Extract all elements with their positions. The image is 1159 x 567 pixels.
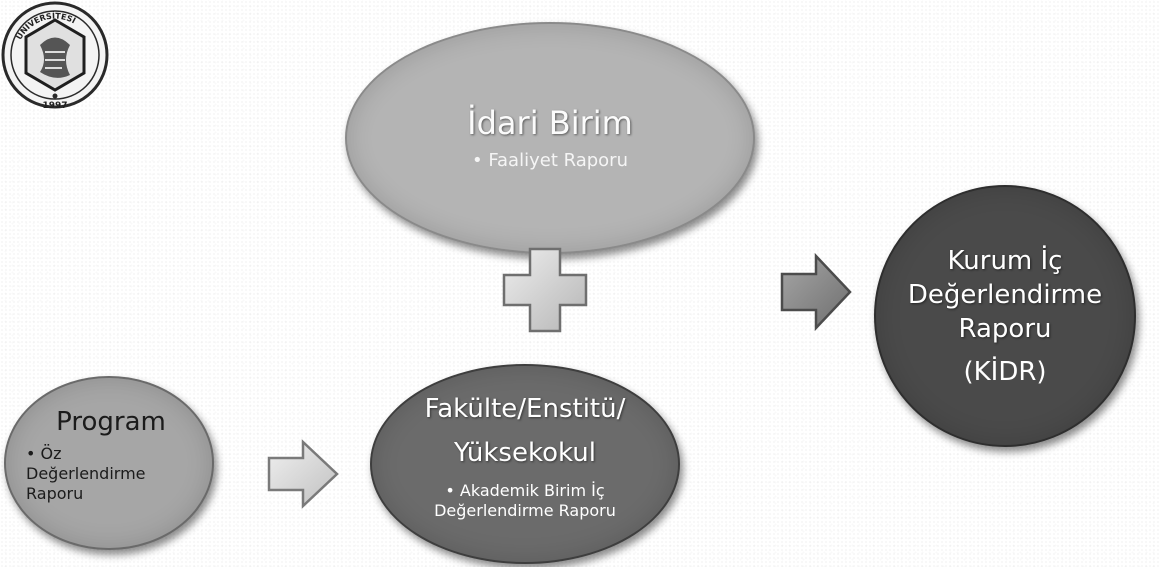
right-arrow-icon — [780, 252, 852, 332]
node-kidr: Kurum İç Değerlendirme Raporu (KİDR) — [874, 185, 1136, 447]
node-program: Program Öz Değerlendirme Raporu — [4, 376, 214, 550]
node-program-bullet: Öz Değerlendirme Raporu — [26, 444, 166, 504]
plus-icon — [502, 247, 588, 333]
node-idari-title: İdari Birim — [467, 103, 633, 142]
seal-year: 1997 — [42, 101, 67, 111]
node-fakulte-bullet: Akademik Birim İç Değerlendirme Raporu — [425, 481, 625, 521]
university-seal-logo: ÜNİVERSİTESİ 1997 — [1, 1, 109, 111]
node-fakulte-title: Fakülte/Enstitü/ Yüksekokul — [424, 393, 626, 468]
node-fakulte: Fakülte/Enstitü/ Yüksekokul Akademik Bir… — [370, 364, 680, 564]
node-kidr-subtitle: (KİDR) — [963, 356, 1047, 387]
node-program-title: Program — [56, 407, 166, 437]
right-arrow-icon — [267, 439, 339, 509]
node-idari-bullet: Faaliyet Raporu — [472, 150, 628, 172]
node-idari-birim: İdari Birim Faaliyet Raporu — [345, 22, 755, 254]
node-kidr-title: Kurum İç Değerlendirme Raporu — [907, 246, 1103, 344]
